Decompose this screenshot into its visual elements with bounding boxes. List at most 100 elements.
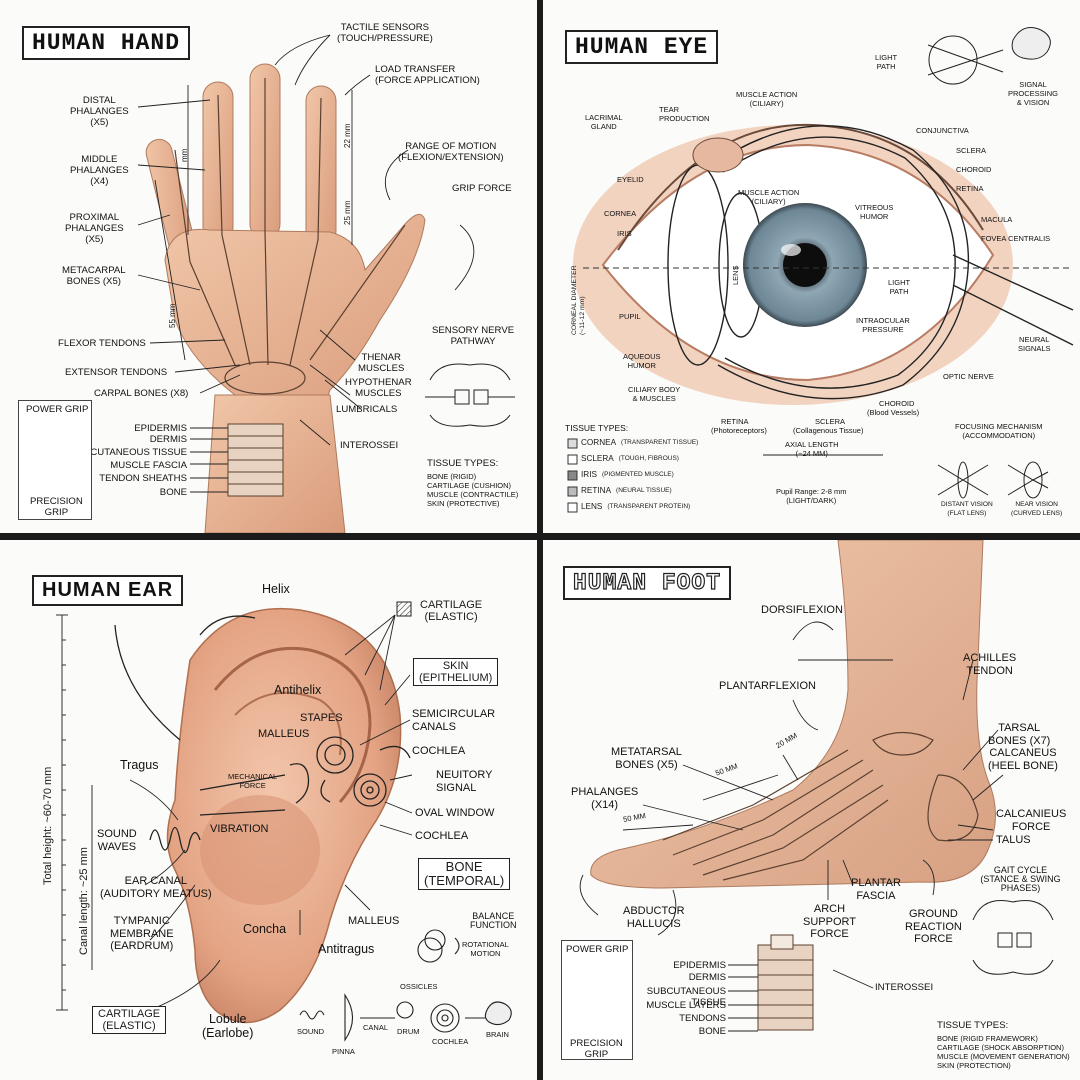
tarsal-bones-label: TARSAL BONES (x7) <box>988 722 1051 747</box>
sound-label: SOUND <box>297 1027 325 1036</box>
foot-power-grip-label: POWER GRIP <box>566 944 629 955</box>
foot-epidermis-label: EPIDERMIS <box>673 960 726 971</box>
foot-tendons-label: TENDONS <box>679 1013 726 1024</box>
signal-processing-label: SIGNAL PROCESSING & VISION <box>1008 80 1059 107</box>
eye-panel: HUMAN EYE LIGHT PATH SIGNAL PROCESSING &… <box>543 0 1080 533</box>
carpal-bones-label: CARPAL BONES (x8) <box>94 388 189 399</box>
hand-title: HUMAN HAND <box>22 26 191 60</box>
cartilage-top-label: CARTILAGE (ELASTIC) <box>420 599 483 623</box>
dim-25mm: 25 mm <box>343 200 352 225</box>
subcutaneous-label: SUBCUTANEOUS TISSUE <box>70 447 187 458</box>
dim-mm: mm <box>180 148 189 162</box>
foot-dermis-label: DERMIS <box>688 972 726 983</box>
cochlea-top-label: COCHLEA <box>412 745 466 757</box>
foot-title: HUMAN FOOT <box>563 566 732 600</box>
eye-tissue-name: CORNEA <box>581 438 617 447</box>
plantarflexion-label: PLANTARFLEXION <box>719 680 816 692</box>
interossei-label: INTEROSSEI <box>340 440 399 451</box>
sclera-label: SCLERA <box>956 146 987 155</box>
lacrimal-gland-label: LACRIMAL GLAND <box>585 113 623 131</box>
eye-tissue-legend-item: IRIS (PIGMENTED MUSCLE) <box>581 470 674 479</box>
distal-phalanges-label: DISTAL PHALANGES (x5) <box>70 95 129 128</box>
hypothenar-label: HYPOTHENAR MUSCLES <box>345 377 412 399</box>
plantar-fascia-label: PLANTAR FASCIA <box>851 877 901 902</box>
precision-grip-label: PRECISION GRIP <box>30 496 83 518</box>
distant-vision-label: DISTANT VISION (FLAT LENS) <box>941 501 993 517</box>
ear-illustration <box>56 601 512 1042</box>
semicircular-label: SEMICIRCULAR CANALS <box>412 708 496 733</box>
gait-cycle-diagram <box>972 900 1054 975</box>
sensory-pathway-diagram <box>425 363 515 427</box>
macula-label: MACULA <box>981 215 1013 224</box>
drum-label: DRUM <box>397 1027 420 1036</box>
neuitory-signal-label: NEUITORY SIGNAL <box>436 769 493 794</box>
rotational-motion-label: ROTATIONAL MOTION <box>462 940 509 958</box>
tear-production-label: TEAR PRODUCTION <box>659 105 710 123</box>
lens-label: LENS <box>731 265 740 285</box>
dermis-label: DERMIS <box>149 434 187 445</box>
canal-length-label: Canal length: ~25 mm <box>78 847 90 955</box>
eye-tissue-desc: (PIGMENTED MUSCLE) <box>601 471 674 478</box>
eye-tissue-name: RETINA <box>581 486 612 495</box>
balance-function-label: BALANCE FUNCTION <box>470 911 517 930</box>
ear-title: HUMAN EAR <box>32 575 184 606</box>
concha-label: Concha <box>243 922 287 936</box>
choroid-bottom-sub: (Blood Vessels) <box>867 408 920 417</box>
eye-tissue-desc: (NEURAL TISSUE) <box>616 487 672 494</box>
load-transfer-label: LOAD TRANSFER (FORCE APPLICATION) <box>375 64 480 86</box>
helix-label: Helix <box>262 582 290 596</box>
malleus-top-label: MALLEUS <box>258 728 310 740</box>
intraocular-pressure-label: INTRAOCULAR PRESSURE <box>856 316 910 334</box>
tactile-sensors-label: TACTILE SENSORS (TOUCH/PRESSURE) <box>337 22 433 44</box>
pupil-range-label: Pupil Range: 2-8 mm (LIGHT/DARK) <box>776 487 847 505</box>
tissue-types-list: BONE (RIGID) CARTILAGE (CUSHION) MUSCLE … <box>427 472 519 508</box>
arch-support-label: ARCH SUPPORT FORCE <box>803 903 856 940</box>
gait-cycle-label: GAIT CYCLE (STANCE & SWING PHASES) <box>980 865 1061 893</box>
sound-waves-label: SOUND WAVES <box>97 828 137 853</box>
focusing-mechanism-label: FOCUSING MECHANISM (ACCOMMODATION) <box>955 422 1043 440</box>
tissue-types-title: TISSUE TYPES: <box>427 458 499 469</box>
range-of-motion-label: RANGE OF MOTION (FLEXION/EXTENSION) <box>398 141 504 163</box>
eye-tissue-name: LENS <box>581 502 603 511</box>
tympanic-membrane-label: TYMPANIC MEMBRANE (EARDRUM) <box>110 915 174 952</box>
antihelix-label: Antihelix <box>274 683 322 697</box>
ear-canal-label: EAR CANAL (AUDITORY MEATUS) <box>100 875 212 900</box>
vitreous-humor-label: VITREOUS HUMOR <box>855 203 894 221</box>
grip-box <box>18 400 92 520</box>
cornea-label: CORNEA <box>604 209 637 218</box>
sensory-nerve-label: SENSORY NERVE PATHWAY <box>432 325 515 347</box>
neural-signals-label: NEURAL SIGNALS <box>1018 335 1051 353</box>
retina-label: RETINA <box>956 184 984 193</box>
eye-illustration <box>567 27 1074 513</box>
ear-panel: HUMAN EAR Helix CARTILAGE (ELASTIC) SKIN… <box>0 540 537 1080</box>
antitragus-label: Antitragus <box>318 942 375 956</box>
brain-label: BRAIN <box>486 1030 509 1039</box>
total-height-label: Total height: ~60-70 mm <box>42 766 54 885</box>
calcaneus-label: CALCANEUS (HEEL BONE) <box>988 747 1058 772</box>
talus-label: TALUS <box>996 834 1031 846</box>
grip-force-label: GRIP FORCE <box>452 183 512 194</box>
epidermis-label: EPIDERMIS <box>134 423 187 434</box>
foot-tissue-block <box>757 934 814 1031</box>
aqueous-humor-label: AQUEOUS HUMOR <box>623 352 661 370</box>
foot-grip-box <box>561 940 633 1060</box>
achilles-tendon-label: ACHILLES TENDON <box>963 652 1017 677</box>
foot-bones <box>662 731 979 881</box>
malleus-bottom-label: MALLEUS <box>348 915 400 927</box>
foot-panel: HUMAN FOOT DORSIFLEXION ACHILLES TENDON … <box>543 540 1080 1080</box>
hand-illustration <box>35 34 515 533</box>
extensor-tendons-label: EXTENSOR TENDONS <box>65 367 168 378</box>
retina-bottom-sub: (Photoreceptors) <box>711 426 767 435</box>
eye-tissue-types-title: TISSUE TYPES: <box>565 423 629 433</box>
muscle-fascia-label: MUSCLE FASCIA <box>110 460 187 471</box>
bone-label: BONE <box>159 487 187 498</box>
eye-tissue-legend-item: RETINA (NEURAL TISSUE) <box>581 486 672 495</box>
pupil-label: PUPIL <box>619 312 641 321</box>
muscle-action-top-label: MUSCLE ACTION (CILIARY) <box>736 90 798 108</box>
tendon-sheaths-label: TENDON SHEATHS <box>99 473 187 484</box>
metatarsal-bones-label: METATARSAL BONES (x5) <box>611 746 682 771</box>
lumbricals-label: LUMBRICALS <box>336 404 398 415</box>
eye-tissue-name: IRIS <box>581 470 597 479</box>
calcanieus-force-label: CALCANIEUS FORCE <box>996 808 1067 833</box>
sclera-bottom-sub: (Collagenous Tissue) <box>793 426 864 435</box>
